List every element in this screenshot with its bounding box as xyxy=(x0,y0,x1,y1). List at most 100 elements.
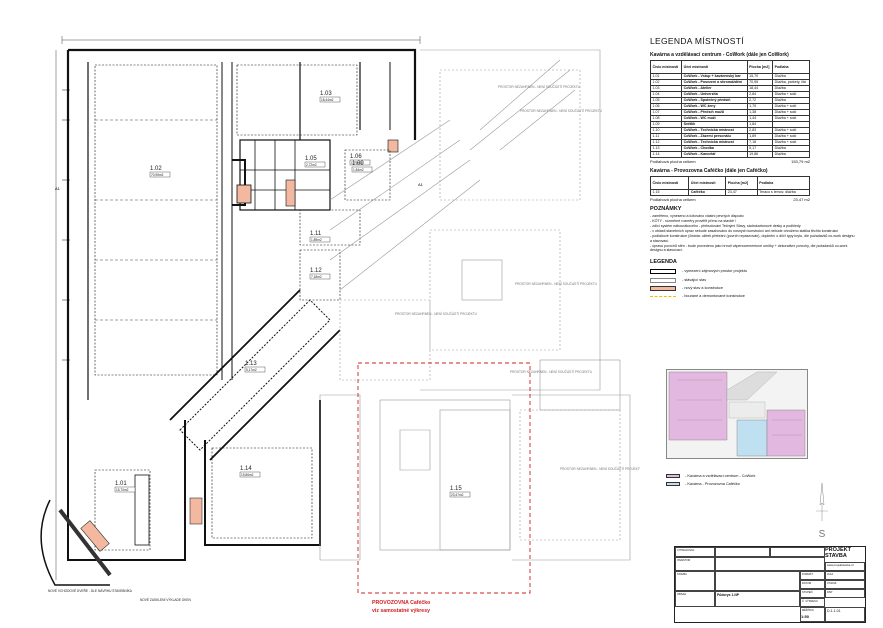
room-number: 1.14 xyxy=(240,466,252,472)
stamp-stupen-value: DSP xyxy=(825,589,865,598)
total-cafecko-label: Podlahová plocha celkem xyxy=(650,197,696,203)
total-cafecko: Podlahová plocha celkem 23,47 m2 xyxy=(650,197,810,202)
cell-no: 1.14 xyxy=(649,150,683,158)
cell-name: CoWork - Kancelář xyxy=(681,150,748,158)
room-label: 1.091,84m2 xyxy=(351,161,373,173)
compass-label: S xyxy=(819,529,826,540)
room-area-box xyxy=(449,491,471,498)
room-label: 1.052,72m2 xyxy=(304,156,326,168)
north-arrow-icon: S xyxy=(816,482,828,540)
stamp-stavba: STAVBA xyxy=(675,571,715,591)
stamp-vypracoval: VYPRACOVAL xyxy=(675,547,715,557)
room-area: 1,89m2 xyxy=(311,238,322,242)
room-label: 1.111,89m2 xyxy=(309,231,331,243)
table-header-1: Účel místnosti xyxy=(681,59,748,74)
cafecko-boundary xyxy=(357,362,531,594)
room-area-box xyxy=(309,273,331,280)
total-cafecko-value: 23,47 m2 xyxy=(793,197,810,203)
cowork-walls xyxy=(40,36,421,586)
key-plan-legend: - Kavárna a vzdělávací centrum - CoWork -… xyxy=(666,471,755,489)
foreign-space-labels: PROSTOR NEZAHRNEN - NENÍ SOUČÁSTÍ PROJEK… xyxy=(395,84,640,471)
room-area: 15,70m2 xyxy=(116,488,129,492)
room-label: 1.061,79m2 xyxy=(349,154,371,166)
foreign-space-outlines xyxy=(319,49,631,561)
stamp-obsah: OBSAH xyxy=(675,591,715,607)
room-number: 1.03 xyxy=(320,91,332,97)
room-number: 1.02 xyxy=(150,166,162,172)
note-item: - podlahové konstrukce (čistota: užitek … xyxy=(650,234,855,243)
cell-area: 19,86 xyxy=(746,150,774,158)
cell-name: CoWork - Vstup + kavárenský bar xyxy=(681,72,748,80)
room-label: 1.135,17m2 xyxy=(244,361,266,373)
legend-title: LEGENDA MÍSTNOSTÍ xyxy=(650,36,744,46)
total-cowork-label: Podlahová plocha celkem xyxy=(650,158,696,164)
cell-no: 1.15 xyxy=(649,189,690,197)
key-legend-label: - Kavárna - Provozovna Caféčko xyxy=(685,481,740,486)
note-item: - zaměřeno, vyneseno a kótováno vlastní … xyxy=(650,214,744,218)
room-area-box xyxy=(114,486,136,493)
note-item: - úpravu povrchů stěn - bude provedeno j… xyxy=(650,243,848,253)
room-number: 1.06 xyxy=(350,154,362,160)
stamp-format-value: 3xA4 xyxy=(825,571,865,580)
room-area-box xyxy=(351,166,373,173)
room-area-box xyxy=(349,159,371,166)
table-header-3: Podlaha xyxy=(772,59,810,74)
foreign-space-label: PROSTOR NEZAHRNEN - NENÍ SOUČÁSTÍ PROJEK… xyxy=(395,311,478,316)
room-area: 19,86m2 xyxy=(241,473,254,477)
stamp-drawing-no: D.1.1.01 xyxy=(825,607,865,622)
room-area-box xyxy=(309,236,331,243)
cell-floor: Teraco s lemov. dlažba xyxy=(756,189,811,197)
room-number: 1.01 xyxy=(115,481,127,487)
room-area-box xyxy=(149,171,171,178)
room-area: 1,84m2 xyxy=(353,168,364,172)
legend-item: - vymezení zájmových prostor projektu xyxy=(650,269,875,275)
room-area: 23,47m2 xyxy=(451,493,464,497)
line-legend-title: LEGENDA xyxy=(650,258,677,265)
legend-swatch xyxy=(650,277,676,283)
key-legend-item: - Kavárna a vzdělávací centrum - CoWork xyxy=(666,474,755,479)
legend-label: - bourané a demontované konstrukce xyxy=(682,294,745,299)
room-area: 5,17m2 xyxy=(246,368,257,372)
room-area: 70,95m2 xyxy=(151,173,164,177)
stamp-cell-d xyxy=(715,571,800,591)
stamp-c-vykresu: Č. VÝKRESU xyxy=(800,598,825,607)
note-item: - v oblasti stavebních úprav nebude zasa… xyxy=(650,229,839,234)
cafecko-label-2: viz samostatné výkresy xyxy=(372,608,430,614)
foreign-space-label: PROSTOR NEZAHRNEN - NENÍ SOUČÁSTÍ PROJEK… xyxy=(520,108,603,113)
room-area: 18,44m2 xyxy=(321,98,334,102)
stamp-cell-c xyxy=(715,557,825,571)
room-number: 1.12 xyxy=(310,268,322,274)
foreign-space-label: PROSTOR NEZAHRNEN - NENÍ SOUČÁSTÍ PROJEK… xyxy=(515,281,598,286)
legend-swatch xyxy=(650,296,676,298)
room-area: 7,18m2 xyxy=(311,275,322,279)
legend-label: - nový stav a konstrukce xyxy=(682,286,723,291)
stamp-datum-value: 07/2016 xyxy=(825,580,865,589)
stamp-stupen: STUPEŇ xyxy=(800,589,825,598)
cell-name: Caféčko xyxy=(688,189,727,197)
section-cowork-title: Kavárna a vzdělávací centrum - CoWork (d… xyxy=(650,51,789,58)
legend-swatch xyxy=(650,269,676,275)
table-header-0: Číslo místnosti xyxy=(649,176,690,191)
section-cafecko-title: Kavárna - Provozovna Caféčko (dále jen C… xyxy=(650,167,768,174)
table-header-3: Podlaha xyxy=(756,176,811,191)
room-number: 1.15 xyxy=(450,486,462,492)
legend-item: - bourané a demontované konstrukce xyxy=(650,294,875,299)
room-area-box xyxy=(239,471,261,478)
cell-area: 23,47 xyxy=(725,189,758,197)
notes-list: - zaměřeno, vyneseno a kótováno vlastní … xyxy=(650,214,875,253)
foreign-space-label: PROSTOR NEZAHRNEN - NENÍ SOUČÁSTÍ PROJEK… xyxy=(510,369,593,374)
legend-item: - stávající stav xyxy=(650,277,875,283)
table-header-2: Plocha [m2] xyxy=(746,59,774,74)
stamp-cell-b xyxy=(770,547,825,557)
total-cowork: Podlahová plocha celkem 153,79 m2 xyxy=(650,159,810,164)
key-legend-label: - Kavárna a vzdělávací centrum - CoWork xyxy=(685,474,756,478)
